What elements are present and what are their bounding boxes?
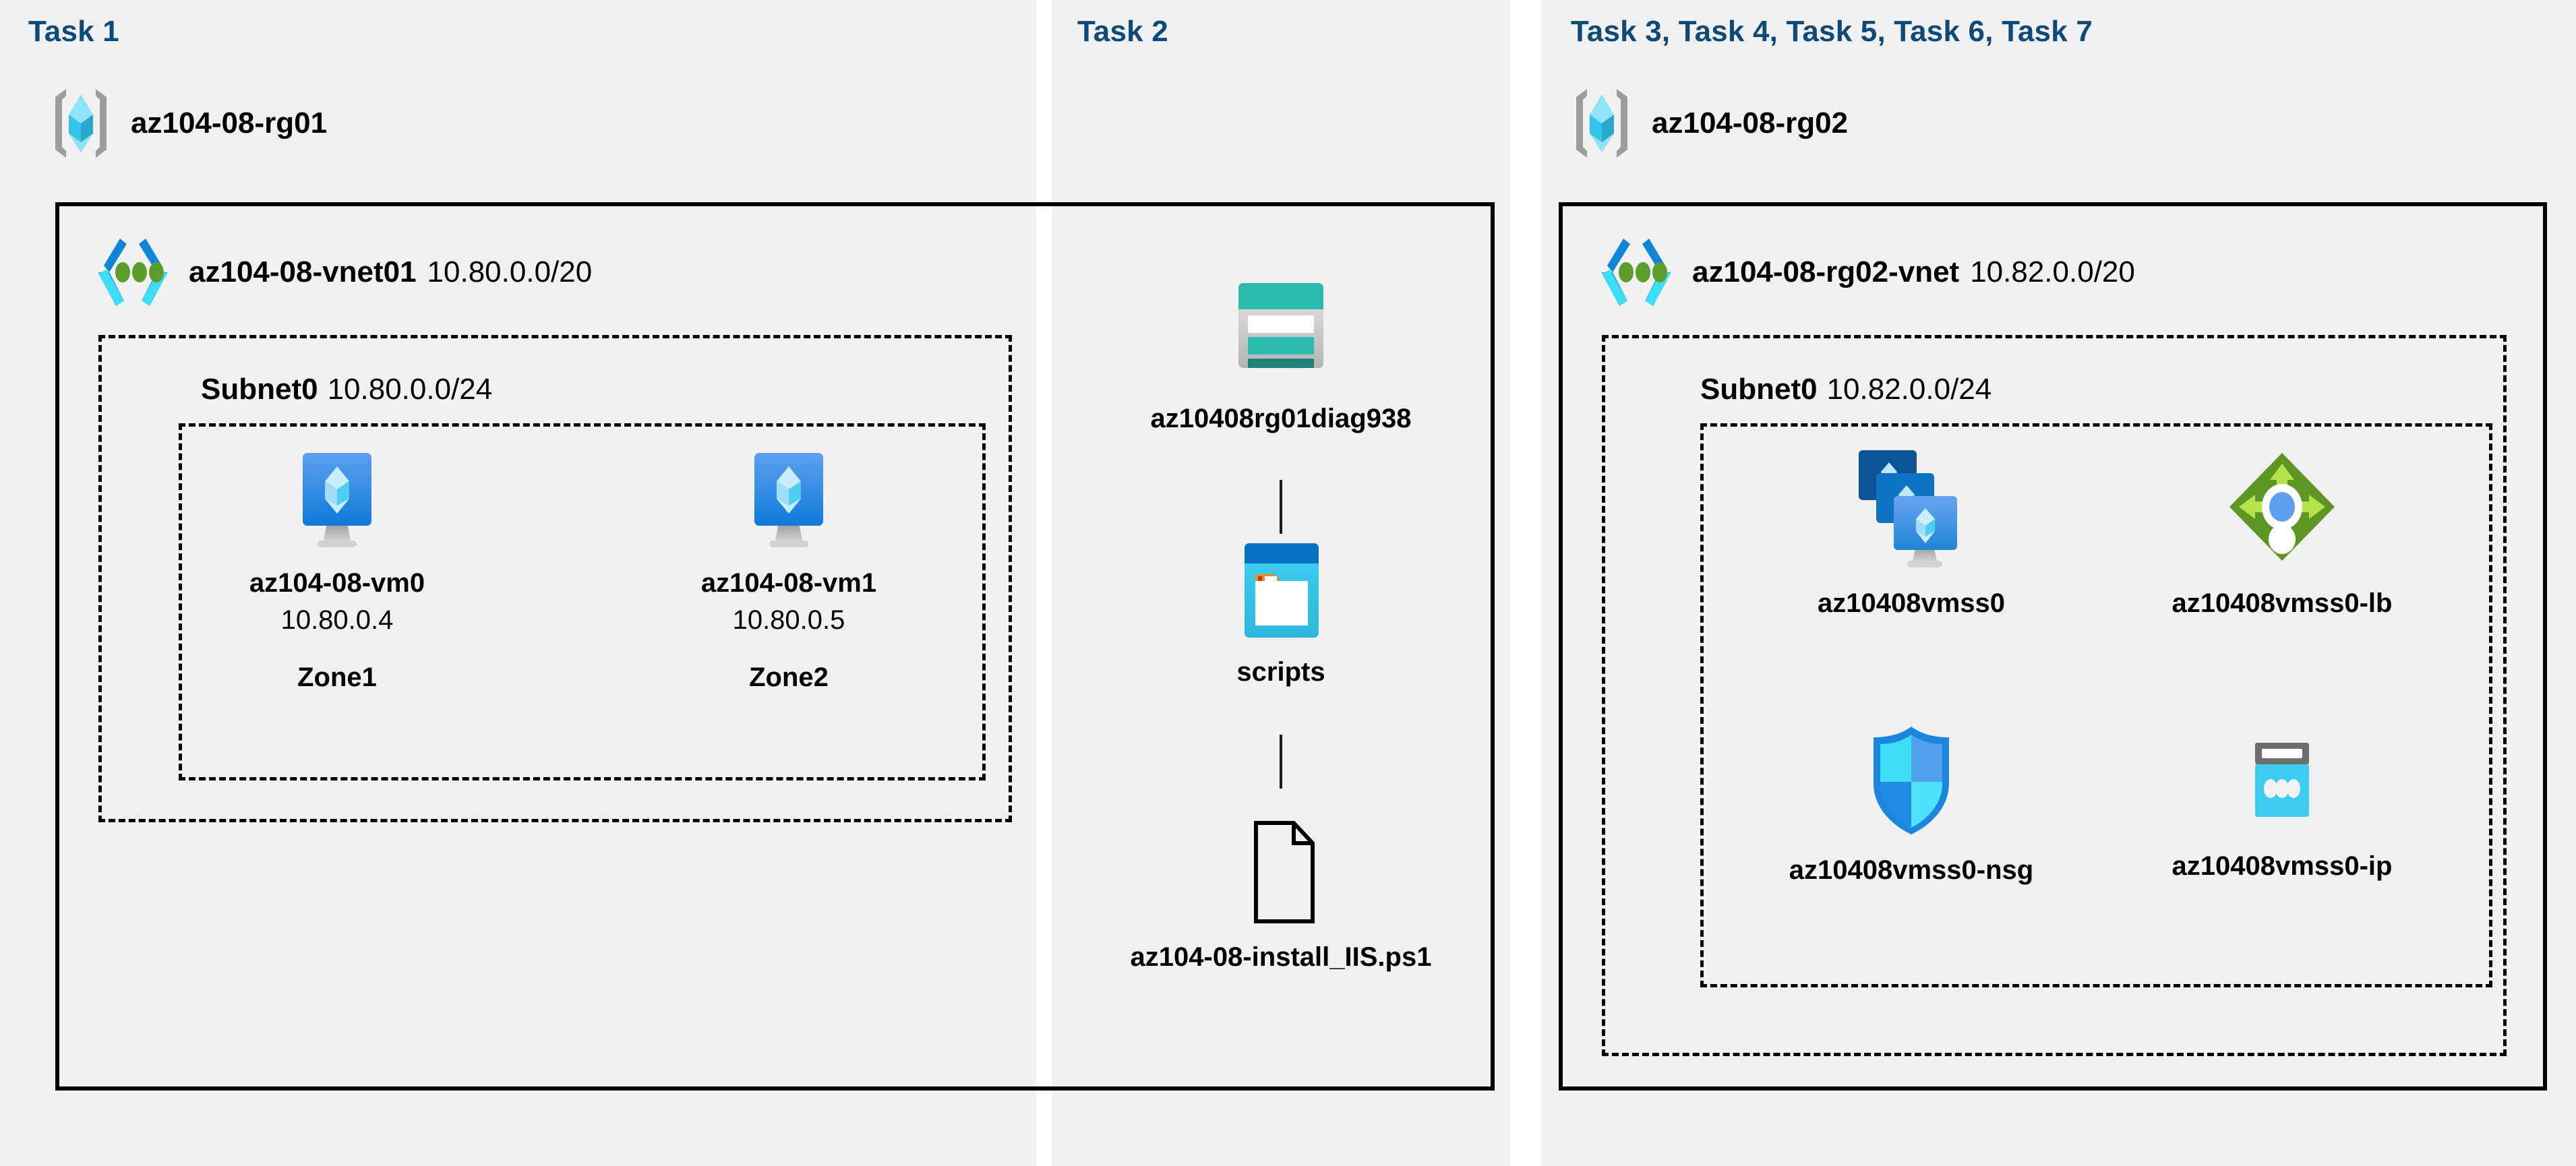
left-subnet-cidr: 10.80.0.0/24 bbox=[327, 373, 493, 406]
file-icon bbox=[1237, 819, 1325, 927]
node-storage-account[interactable]: az10408rg01diag938 bbox=[1085, 263, 1476, 435]
virtual-network-icon bbox=[93, 236, 173, 309]
vm1-zone: Zone2 bbox=[749, 663, 829, 692]
task-label-3-7: Task 3, Task 4, Task 5, Task 6, Task 7 bbox=[1571, 15, 2093, 48]
node-blob-container[interactable]: scripts bbox=[1085, 539, 1476, 689]
load-balancer-name: az10408vmss0-lb bbox=[2171, 588, 2393, 618]
task-label-2: Task 2 bbox=[1077, 15, 1168, 48]
right-subnet-name: Subnet0 bbox=[1700, 373, 1818, 406]
node-public-ip[interactable]: az10408vmss0-ip bbox=[2110, 728, 2454, 883]
node-load-balancer[interactable]: az10408vmss0-lb bbox=[2110, 445, 2454, 620]
storage-account-name: az10408rg01diag938 bbox=[1150, 404, 1412, 433]
blob-container-icon bbox=[1230, 539, 1332, 642]
public-ip-name: az10408vmss0-ip bbox=[2171, 851, 2393, 881]
resource-group-icon bbox=[49, 86, 113, 160]
virtual-machine-icon bbox=[740, 452, 838, 553]
node-vm1[interactable]: az104-08-vm1 10.80.0.5 Zone2 bbox=[674, 452, 903, 693]
node-network-security-group[interactable]: az10408vmss0-nsg bbox=[1739, 721, 2083, 887]
storage-account-icon bbox=[1218, 263, 1344, 388]
load-balancer-icon bbox=[2221, 445, 2343, 573]
right-vnet-header: az104-08-rg02-vnet 10.82.0.0/20 bbox=[1596, 236, 2135, 309]
connector-storage-to-container bbox=[1280, 480, 1282, 534]
vm1-name: az104-08-vm1 bbox=[700, 568, 877, 598]
left-vnet-cidr: 10.80.0.0/20 bbox=[427, 255, 593, 288]
left-vnet-header: az104-08-vnet01 10.80.0.0/20 bbox=[93, 236, 592, 309]
right-subnet-cidr: 10.82.0.0/24 bbox=[1826, 373, 1992, 406]
vm-scale-set-icon bbox=[1851, 445, 1972, 573]
virtual-network-icon bbox=[1596, 236, 1676, 309]
node-vm0[interactable]: az104-08-vm0 10.80.0.4 Zone1 bbox=[222, 452, 452, 693]
virtual-machine-icon bbox=[288, 452, 386, 553]
panel-task3-7 bbox=[1540, 0, 2576, 1166]
panel-task1 bbox=[0, 0, 1036, 1166]
left-subnet-label: Subnet0 10.80.0.0/24 bbox=[201, 373, 492, 406]
task-label-1: Task 1 bbox=[28, 15, 119, 48]
right-vnet-name: az104-08-rg02-vnet bbox=[1692, 255, 1960, 288]
node-vmss[interactable]: az10408vmss0 bbox=[1739, 445, 2083, 620]
left-zone-boundary bbox=[179, 423, 986, 780]
resource-group-icon bbox=[1569, 86, 1634, 160]
network-security-group-name: az10408vmss0-nsg bbox=[1789, 855, 2034, 885]
node-script-file[interactable]: az104-08-install_IIS.ps1 bbox=[1052, 819, 1510, 974]
right-vnet-boundary bbox=[1559, 202, 2547, 1091]
blob-container-name: scripts bbox=[1236, 657, 1325, 687]
right-resource-group-header: az104-08-rg02 bbox=[1569, 86, 1848, 160]
vm0-name: az104-08-vm0 bbox=[249, 568, 425, 598]
vm0-zone: Zone1 bbox=[297, 663, 377, 692]
vm0-ip: 10.80.0.4 bbox=[280, 605, 394, 635]
left-vnet-name: az104-08-vnet01 bbox=[189, 255, 417, 288]
left-resource-group-name: az104-08-rg01 bbox=[131, 106, 328, 140]
right-resource-group-name: az104-08-rg02 bbox=[1652, 106, 1849, 140]
right-resources-boundary bbox=[1700, 423, 2492, 987]
connector-container-to-file bbox=[1280, 735, 1282, 789]
left-subnet-boundary bbox=[98, 335, 1012, 822]
right-vnet-cidr: 10.82.0.0/20 bbox=[1970, 255, 2135, 288]
script-file-name: az104-08-install_IIS.ps1 bbox=[1130, 942, 1432, 972]
left-resource-group-header: az104-08-rg01 bbox=[49, 86, 327, 160]
left-vnet-boundary bbox=[55, 202, 1495, 1091]
network-security-group-icon bbox=[1857, 721, 1965, 840]
left-subnet-name: Subnet0 bbox=[201, 373, 318, 406]
right-subnet-boundary bbox=[1602, 335, 2507, 1056]
public-ip-address-icon bbox=[2228, 728, 2336, 836]
vm1-ip: 10.80.0.5 bbox=[732, 605, 845, 635]
vmss-name: az10408vmss0 bbox=[1817, 588, 2006, 618]
